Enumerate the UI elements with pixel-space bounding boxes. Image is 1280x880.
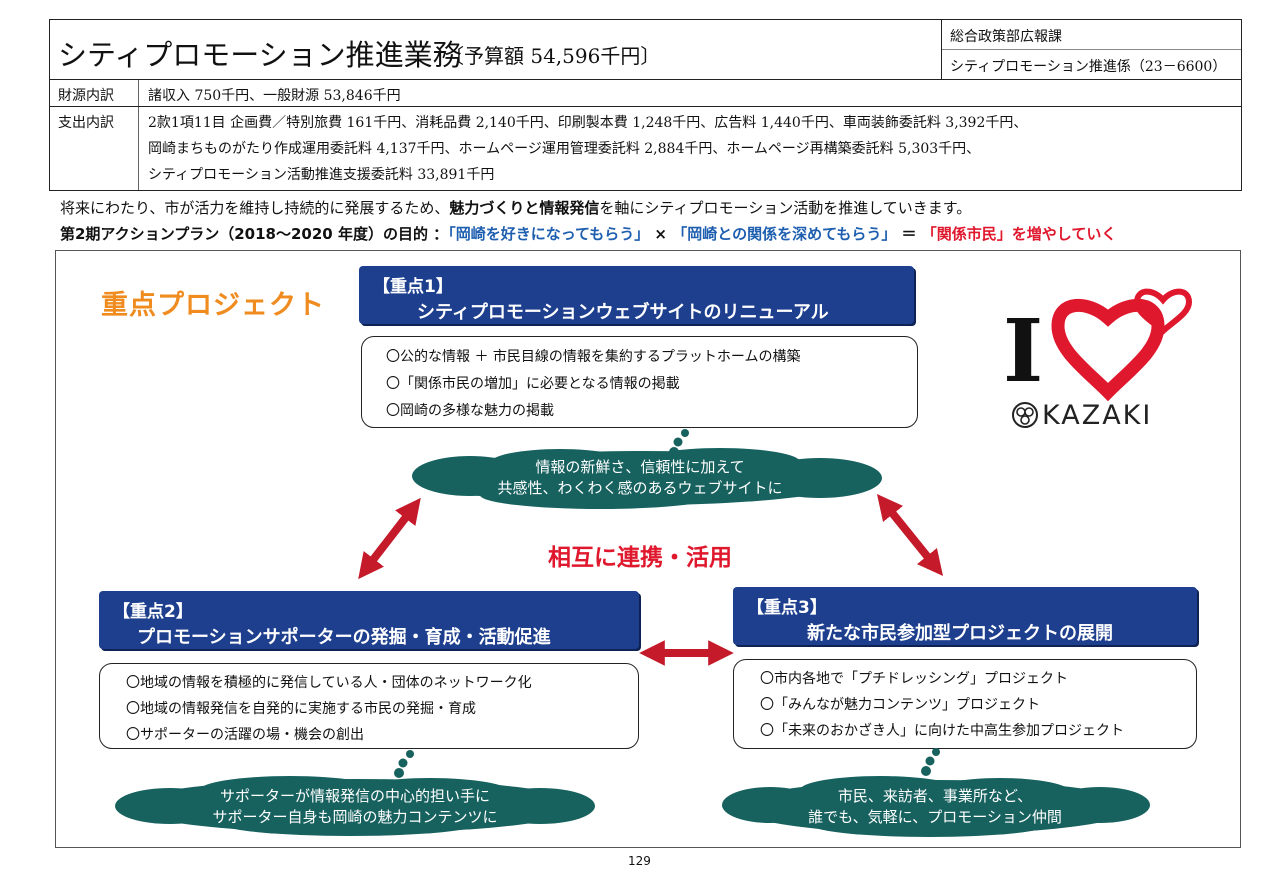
times-sign: × <box>649 225 673 243</box>
expense-line-3: シティプロモーション活動推進支援委託料 33,891千円 <box>148 167 495 183</box>
department-name: 総合政策部広報課 <box>950 29 1062 45</box>
intro-text-emphasis: 魅力づくりと情報発信 <box>449 199 600 217</box>
department-cell: 総合政策部広報課 シティプロモーション推進係（23－6600） <box>942 20 1241 80</box>
funding-source-value: 諸収入 750千円、一般財源 53,846千円 <box>148 88 401 104</box>
funding-label-cell: 財源内訳 <box>50 80 139 106</box>
project-2-item-2: 〇地域の情報発信を自発的に実施する市民の発掘・育成 <box>126 701 476 717</box>
intro-text-c: を軸にシティプロモーション活動を推進していきます。 <box>599 199 972 217</box>
funding-source-label: 財源内訳 <box>58 88 114 104</box>
budget-amount: 〔予算額 54,596千円〕 <box>444 44 661 68</box>
expense-label-cell: 支出内訳 <box>50 107 139 190</box>
project-2-title: プロモーションサポーターの発掘・育成・活動促進 <box>137 627 551 648</box>
project-1-item-2: 〇「関係市民の増加」に必要となる情報の掲載 <box>386 376 680 392</box>
okazaki-crest-icon <box>1012 402 1038 428</box>
thought-dots-2 <box>394 750 414 778</box>
project-2-item-1: 〇地域の情報を積極的に発信している人・団体のネットワーク化 <box>126 675 532 691</box>
expense-label: 支出内訳 <box>58 115 114 131</box>
goal-like-okazaki: 「岡崎を好きになってもらう」 <box>448 225 650 243</box>
page-number: 129 <box>628 854 651 868</box>
expense-line-2: 岡崎まちものがたり作成運用委託料 4,137千円、ホームページ運用管理委託料 2… <box>148 141 981 157</box>
project-2-items: 〇地域の情報を積極的に発信している人・団体のネットワーク化 〇地域の情報発信を自… <box>99 663 639 749</box>
intro-line-1: 将来にわたり、市が活力を維持し持続的に発展するため、魅力づくりと情報発信を軸にシ… <box>60 197 971 218</box>
cloud-3-text: 市民、来訪者、事業所など、 誰でも、気軽に、プロモーション仲間 <box>780 785 1090 827</box>
project-1-items: 〇公的な情報 ＋ 市民目線の情報を集約するプラットホームの構築 〇「関係市民の増… <box>361 336 918 428</box>
project-3-item-3: 〇「未来のおかざき人」に向けた中高生参加プロジェクト <box>760 723 1124 739</box>
project-1-title: シティプロモーションウェブサイトのリニューアル <box>417 302 829 323</box>
small-heart-icon <box>1133 288 1193 336</box>
title-cell: シティプロモーション推進業務 〔予算額 54,596千円〕 <box>50 20 942 80</box>
i-love-okazaki-logo <box>1012 288 1193 428</box>
arrow-p1-p3 <box>876 494 944 576</box>
project-2-banner: 【重点2】 プロモーションサポーターの発掘・育成・活動促進 <box>99 591 639 649</box>
project-3-tag: 【重点3】 <box>747 598 827 618</box>
goal-deepen-relation: 「岡崎との関係を深めてもらう」 <box>672 225 897 243</box>
cloud-1-line-1: 情報の新鮮さ、信頼性に加えて <box>535 458 745 476</box>
expense-line-1: 2款1項11目 企画費／特別旅費 161千円、消耗品費 2,140千円、印刷製本… <box>148 115 1028 131</box>
action-plan-label: 第2期アクションプラン（2018～2020 年度）の目的 ： <box>60 225 449 243</box>
project-3-title: 新たな市民参加型プロジェクトの展開 <box>807 623 1113 644</box>
project-2-tag: 【重点2】 <box>113 602 193 622</box>
cloud-1-line-2: 共感性、わくわく感のあるウェブサイトに <box>497 479 783 497</box>
project-2-item-3: 〇サポーターの活躍の場・機会の創出 <box>126 727 364 743</box>
project-3-item-2: 〇「みんなが魅力コンテンツ」プロジェクト <box>760 697 1040 713</box>
cloud-3-line-1: 市民、来訪者、事業所など、 <box>837 787 1033 805</box>
project-3-banner: 【重点3】 新たな市民参加型プロジェクトの展開 <box>733 587 1197 645</box>
cloud-1-text: 情報の新鮮さ、信頼性に加えて 共感性、わくわく感のあるウェブサイトに <box>450 456 830 498</box>
logo-word: KAZAKI <box>1042 400 1153 431</box>
funding-source-row: 財源内訳 諸収入 750千円、一般財源 53,846千円 <box>50 80 1241 107</box>
priority-projects-heading: 重点プロジェクト <box>101 290 325 321</box>
section-name: シティプロモーション推進係（23－6600） <box>950 59 1227 75</box>
project-3-item-1: 〇市内各地で「プチドレッシング」プロジェクト <box>760 671 1068 687</box>
cloud-2-line-1: サポーターが情報発信の中心的担い手に <box>219 787 490 805</box>
big-heart-icon <box>1051 299 1165 402</box>
expense-row: 支出内訳 2款1項11目 企画費／特別旅費 161千円、消耗品費 2,140千円… <box>50 107 1241 190</box>
cloud-2-shape <box>115 776 595 836</box>
cloud-3-shape <box>722 776 1150 837</box>
equals-sign: ＝ <box>896 225 922 243</box>
project-1-item-3: 〇岡崎の多様な魅力の掲載 <box>386 403 554 419</box>
page-title: シティプロモーション推進業務 <box>58 38 462 72</box>
intro-text-a: 将来にわたり、市が活力を維持し持続的に発展するため、 <box>60 199 450 217</box>
cloud-2-line-2: サポーター自身も岡崎の魅力コンテンツに <box>212 808 498 826</box>
thought-dots-3 <box>921 748 940 776</box>
arrow-p1-p2 <box>358 497 421 580</box>
project-3-items: 〇市内各地で「プチドレッシング」プロジェクト 〇「みんなが魅力コンテンツ」プロジ… <box>733 659 1197 749</box>
department-divider <box>942 49 1241 50</box>
cloud-3-line-2: 誰でも、気軽に、プロモーション仲間 <box>808 808 1062 826</box>
mutual-collaboration-label: 相互に連携・活用 <box>548 545 732 571</box>
goal-related-citizens: 「関係市民」を増やしていく <box>921 225 1117 243</box>
cloud-1-shape <box>412 448 882 509</box>
project-1-item-1: 〇公的な情報 ＋ 市民目線の情報を集約するプラットホームの構築 <box>386 349 801 365</box>
diagram-frame <box>55 250 1241 848</box>
project-1-banner: 【重点1】 シティプロモーションウェブサイトのリニューアル <box>359 266 914 324</box>
intro-line-2: 第2期アクションプラン（2018～2020 年度）の目的 ：「岡崎を好きになって… <box>60 223 1116 244</box>
cloud-2-text: サポーターが情報発信の中心的担い手に サポーター自身も岡崎の魅力コンテンツに <box>170 785 540 827</box>
project-1-tag: 【重点1】 <box>373 277 453 297</box>
header-table: シティプロモーション推進業務 〔予算額 54,596千円〕 総合政策部広報課 シ… <box>49 19 1242 191</box>
logo-letter-i: I <box>1003 301 1044 402</box>
